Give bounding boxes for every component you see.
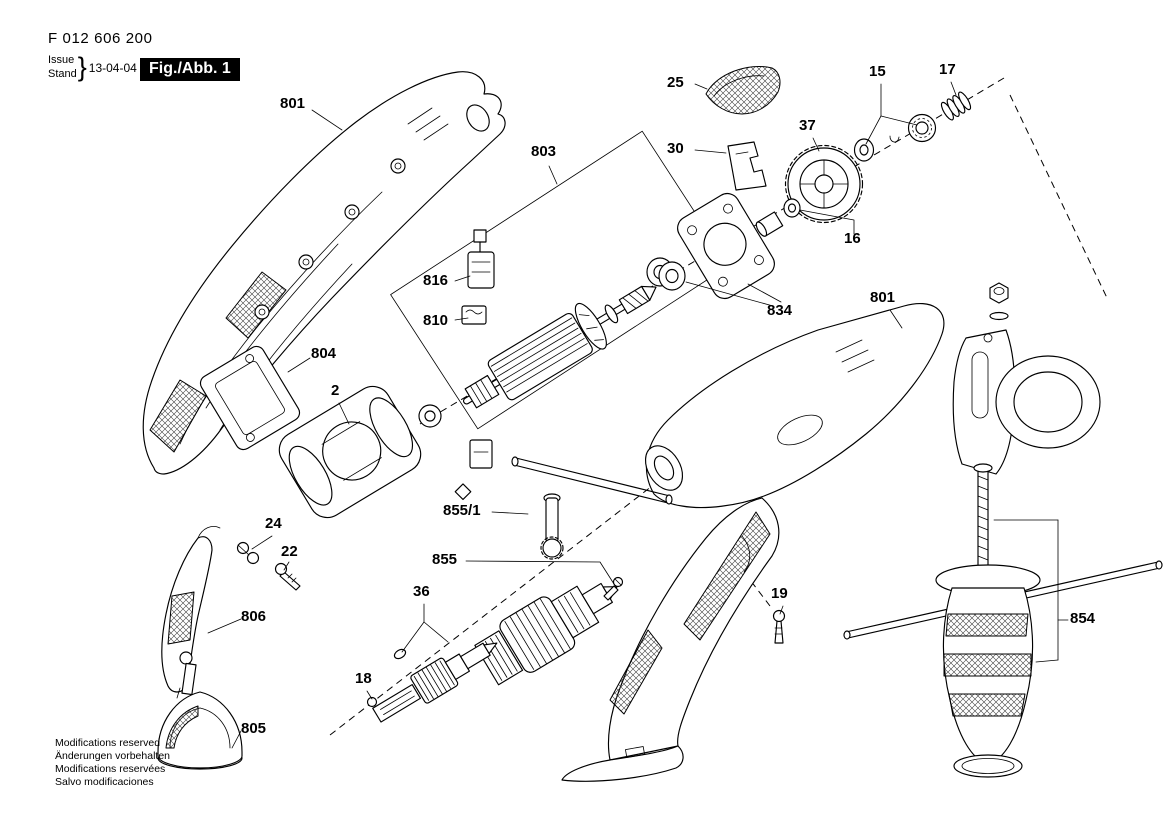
part-spindle-36-drawing: [372, 642, 498, 723]
callout-803: 803: [531, 143, 557, 160]
part-spring-17-drawing: [940, 91, 972, 121]
part-sleeve-drawing: [755, 211, 784, 237]
callout-36: 36: [413, 583, 430, 600]
part-gear-37-drawing: [784, 144, 864, 224]
callout-816: 816: [423, 272, 449, 289]
callout-18: 18: [355, 670, 372, 687]
callout-30: 30: [667, 140, 684, 157]
figure-label: Fig./Abb. 1: [140, 58, 240, 81]
callout-810: 810: [423, 312, 449, 329]
modifications-line-fr: Modifications reservées: [55, 763, 166, 776]
issue-block: Issue Stand } 13-04-04: [48, 54, 137, 81]
part-stator-2-drawing: [278, 385, 422, 519]
callout-15: 15: [869, 63, 886, 80]
part-chuck-key-drawing: [511, 456, 673, 560]
stand-label: Stand: [48, 67, 77, 80]
modifications-line-es: Salvo modificaciones: [55, 776, 154, 789]
callout-804: 804: [311, 345, 337, 362]
part-armature-drawing: [462, 285, 657, 409]
modifications-note: Modifications reserved Änderungen vorbeh…: [55, 737, 170, 790]
part-bearing-plate-834-drawing: [658, 192, 775, 300]
part-chuck-screw-drawing: [603, 576, 624, 601]
callout-805: 805: [241, 720, 267, 737]
part-cover-25-drawing: [705, 65, 781, 115]
modifications-line-en: Modifications reserved: [55, 737, 161, 749]
part-clamp-ring-drawing: [952, 329, 1101, 475]
callout-806: 806: [241, 608, 267, 625]
part-switch-816-drawing: [467, 229, 495, 289]
callout-17: 17: [939, 61, 956, 78]
part-bearing-left-drawing: [418, 404, 442, 428]
part-brush-plate-804-drawing: [199, 345, 301, 451]
modifications-line-de: Änderungen vorbehalten: [55, 750, 171, 763]
issue-date: 13-04-04: [88, 60, 137, 75]
part-screw-22-drawing: [274, 562, 301, 591]
part-nut-drawing: [989, 282, 1009, 321]
callout-37: 37: [799, 117, 816, 134]
callout-801-right: 801: [870, 289, 896, 306]
part-washer-drawing: [783, 198, 801, 218]
callout-24: 24: [265, 515, 282, 532]
part-base-805-drawing: [157, 651, 243, 770]
callout-801-left: 801: [280, 95, 306, 112]
callout-855: 855: [432, 551, 458, 568]
part-key-pin-drawing: [393, 648, 407, 660]
part-clip-24-drawing: [236, 541, 260, 565]
callout-22: 22: [281, 543, 298, 560]
callout-16: 16: [844, 230, 861, 247]
part-drill-body-drawing: [561, 302, 945, 782]
callout-19: 19: [771, 585, 788, 602]
part-bracket-30-drawing: [727, 141, 767, 191]
callout-855-1: 855/1: [443, 502, 481, 519]
leader-lines: [207, 81, 1069, 749]
part-ring-18-drawing: [366, 696, 378, 708]
callout-2: 2: [331, 382, 340, 399]
callout-25: 25: [667, 74, 684, 91]
part-number: F 012 606 200: [48, 30, 153, 47]
part-brush-810-drawing: [454, 305, 493, 501]
part-chuck-855-drawing: [474, 582, 618, 686]
part-ring-15-drawing: [853, 113, 937, 162]
callout-854: 854: [1070, 610, 1096, 627]
part-handle-806-drawing: [161, 526, 221, 699]
part-screw-19-drawing: [772, 609, 786, 644]
issue-label: Issue: [48, 54, 75, 67]
callout-834: 834: [767, 302, 793, 319]
part-threaded-rod-drawing: [973, 463, 993, 573]
issue-brace: }: [77, 52, 87, 82]
part-aux-handle-854-drawing: [935, 564, 1041, 778]
